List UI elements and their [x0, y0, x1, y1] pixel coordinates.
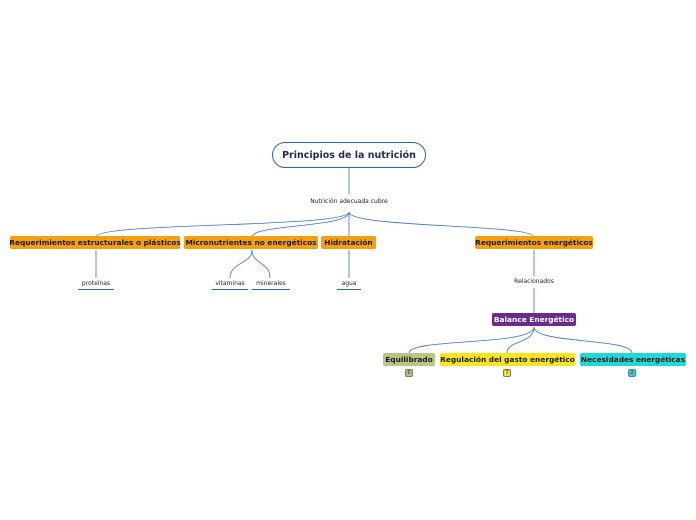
branch-energy-label: Requerimientos energéticos [475, 238, 593, 247]
badge-equilibrado: 6 [405, 369, 413, 377]
child-necesidades-label: Necesidades energéticas [580, 355, 686, 364]
leaf-minerales[interactable]: minerales [252, 279, 290, 290]
badge-necesidades: 2 [628, 369, 636, 377]
badge-regulacion: 7 [503, 369, 511, 377]
branch-energy[interactable]: Requerimientos energéticos [475, 236, 593, 249]
balance-to-necesidades [533, 326, 633, 354]
child-equilibrado-label: Equilibrado [385, 355, 433, 364]
child-necesidades[interactable]: Necesidades energéticas [580, 353, 686, 366]
root-connector-label: Nutrición adecuada cubre [310, 198, 388, 205]
branch-micro[interactable]: Micronutrientes no energéticos [184, 236, 318, 249]
micro-to-minerales [251, 249, 271, 279]
child-regulacion[interactable]: Regulación del gasto energético [440, 353, 575, 366]
root-node[interactable]: Principios de la nutrición [272, 142, 426, 168]
child-equilibrado[interactable]: Equilibrado [383, 353, 435, 366]
root-title: Principios de la nutrición [282, 149, 416, 161]
branch-micro-label: Micronutrientes no energéticos [185, 238, 317, 247]
balance-to-equilibrado [408, 326, 535, 354]
balance-label: Balance Energético [493, 315, 575, 324]
balance-node[interactable]: Balance Energético [492, 313, 576, 326]
root-to-structural [95, 211, 350, 238]
energy-connector-label: Relacionados [514, 278, 554, 285]
balance-to-regulacion [506, 326, 535, 354]
root-to-micro [251, 211, 350, 238]
branch-hydration[interactable]: Hidratación [321, 236, 376, 249]
root-to-energy [348, 211, 535, 238]
leaf-vitaminas[interactable]: vitaminas [212, 279, 248, 290]
branch-structural[interactable]: Requerimientos estructurales o plásticos [9, 236, 181, 249]
branch-hydration-label: Hidratación [324, 238, 373, 247]
leaf-proteinas[interactable]: proteínas [78, 279, 114, 290]
micro-to-vitaminas [229, 249, 253, 279]
leaf-agua[interactable]: agua [337, 279, 361, 290]
child-regulacion-label: Regulación del gasto energético [440, 355, 575, 364]
branch-structural-label: Requerimientos estructurales o plásticos [9, 238, 181, 247]
